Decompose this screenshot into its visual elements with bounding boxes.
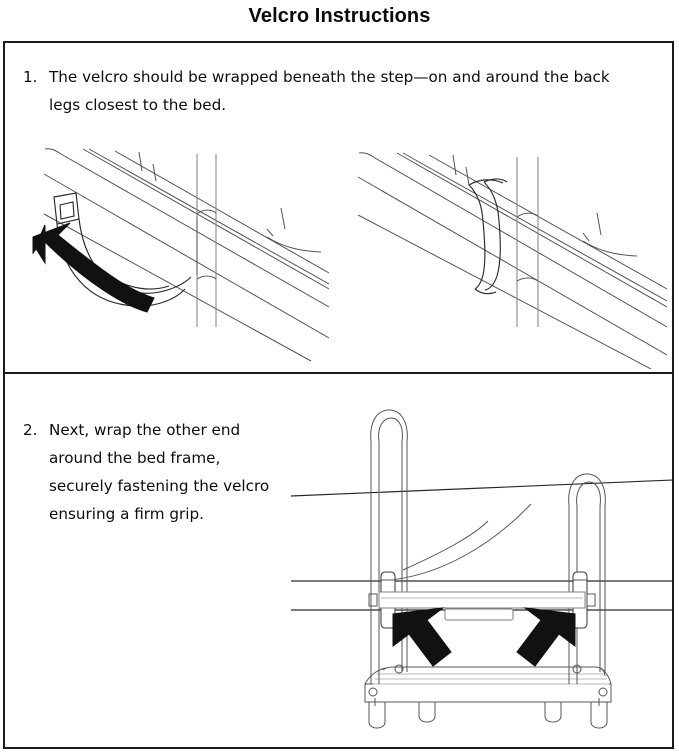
step-1-number: 1. (23, 68, 38, 86)
velcro-strap-wrapped-loop (468, 178, 508, 295)
instruction-step-2: 2. Next, wrap the other end around the b… (5, 374, 672, 748)
bed-frame-rails (357, 152, 667, 369)
figure-step-stool-at-bed (273, 384, 672, 744)
instruction-step-1: 1. The velcro should be wrapped beneath … (5, 43, 672, 374)
step-1-text-block: 1. The velcro should be wrapped beneath … (23, 63, 623, 119)
figure-velcro-strap-hanging (11, 129, 329, 369)
instructions-table: 1. The velcro should be wrapped beneath … (3, 41, 674, 749)
curved-arrow-up-left (32, 222, 155, 313)
figure-velcro-strap-wrapped (335, 129, 667, 369)
step-2-number: 2. (23, 421, 38, 439)
step-frame-brackets (368, 644, 608, 697)
bed-mattress-lines (290, 479, 672, 581)
bed-leg-post (516, 157, 539, 327)
bed-frame-rails (43, 148, 329, 362)
arrow-pointing-left (392, 607, 452, 667)
arrow-pointing-right (516, 607, 576, 667)
step-stool-left-handrail (370, 409, 408, 646)
step-2-description: Next, wrap the other end around the bed … (49, 421, 270, 523)
step-1-description: The velcro should be wrapped beneath the… (49, 68, 610, 114)
step-platform (364, 666, 612, 703)
step-2-text-block: 2. Next, wrap the other end around the b… (23, 416, 273, 528)
rubber-feet (368, 698, 608, 729)
bed-leg-post (196, 154, 217, 327)
step-stool-upper-crossbar (368, 591, 596, 621)
page-title: Velcro Instructions (248, 5, 431, 27)
